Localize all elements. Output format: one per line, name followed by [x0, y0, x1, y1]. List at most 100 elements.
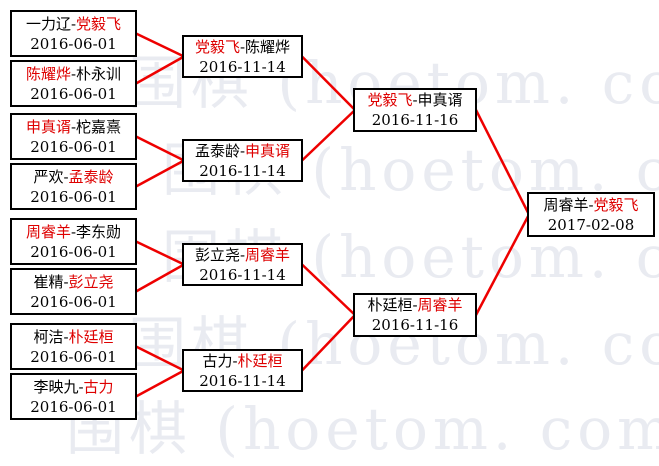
vs-dash: - [63, 167, 69, 186]
player-name: 朴廷桓 [367, 296, 413, 314]
connector-line [135, 159, 185, 188]
match-players: 严欢-孟泰龄 [33, 167, 113, 187]
vs-dash: - [588, 195, 594, 214]
player-name: 陈耀烨 [25, 64, 71, 83]
match-players: 孟泰龄-申真谞 [195, 141, 290, 161]
vs-dash: - [63, 272, 69, 291]
vs-dash: - [70, 117, 77, 136]
connector-line [135, 345, 185, 372]
player-name: 党毅飞 [76, 14, 122, 33]
match-date: 2016-11-14 [199, 161, 286, 180]
player-name: 一力辽 [25, 14, 71, 33]
player-name: 党毅飞 [593, 195, 639, 214]
connector-line [135, 263, 185, 293]
match-date: 2016-11-14 [199, 57, 286, 76]
vs-dash: - [70, 222, 77, 241]
player-name: 柯洁 [33, 327, 64, 346]
connector-line [301, 55, 356, 111]
match-players: 党毅飞-申真谞 [367, 90, 462, 110]
match-date: 2016-06-01 [30, 292, 117, 311]
match-date: 2016-11-16 [371, 111, 459, 129]
match-date: 2016-06-01 [30, 187, 117, 206]
player-name: 崔精 [33, 272, 64, 291]
match-date: 2016-06-01 [30, 347, 117, 366]
match-players: 一力辽-党毅飞 [26, 14, 121, 34]
player-name: 柁嘉熹 [76, 117, 122, 136]
player-name: 申真谞 [245, 141, 291, 160]
vs-dash: - [239, 141, 246, 160]
match-date: 2016-11-14 [199, 371, 286, 390]
vs-dash: - [63, 327, 69, 346]
match-date: 2016-06-01 [30, 397, 117, 416]
connector-line [474, 213, 531, 316]
match-players: 朴廷桓-周睿羊 [367, 295, 462, 315]
tournament-bracket: 围棋 (hoetom. com) 围棋 (hoetom. com) 围棋 (ho… [10, 10, 659, 463]
match-date: 2016-06-01 [30, 84, 117, 103]
player-name: 周睿羊 [543, 195, 589, 214]
connector-line [135, 32, 185, 58]
vs-dash: - [78, 377, 84, 396]
match-players: 柯洁-朴廷桓 [33, 327, 113, 347]
vs-dash: - [412, 91, 418, 109]
player-name: 孟泰龄 [194, 141, 240, 160]
player-name: 彭立尧 [194, 245, 240, 264]
connector-line [135, 135, 185, 162]
player-name: 彭立尧 [68, 272, 114, 291]
player-name: 朴永训 [76, 64, 122, 83]
match-players: 彭立尧-周睿羊 [195, 245, 290, 265]
player-name: 李东勋 [76, 222, 122, 241]
player-name: 申真谞 [417, 91, 463, 109]
match-players: 党毅飞-陈耀烨 [195, 37, 290, 57]
match-players: 陈耀烨-朴永训 [26, 64, 121, 84]
connector-line [474, 109, 531, 216]
connector-line [135, 369, 185, 398]
match-date: 2017-02-08 [547, 215, 635, 234]
player-name: 周睿羊 [245, 245, 291, 264]
vs-dash: - [70, 64, 77, 83]
match-players: 崔精-彭立尧 [33, 272, 113, 292]
vs-dash: - [239, 37, 246, 56]
match-players: 申真谞-柁嘉熹 [26, 117, 121, 137]
player-name: 孟泰龄 [68, 167, 114, 186]
vs-dash: - [412, 296, 418, 314]
player-name: 党毅飞 [194, 37, 240, 56]
vs-dash: - [70, 14, 77, 33]
player-name: 党毅飞 [367, 91, 413, 109]
player-name: 陈耀烨 [245, 37, 291, 56]
player-name: 严欢 [33, 167, 64, 186]
player-name: 申真谞 [25, 117, 71, 136]
bracket-connector-lines [135, 32, 531, 398]
player-name: 古力 [83, 377, 114, 396]
player-name: 李映九 [33, 377, 79, 396]
player-name: 古力 [202, 351, 233, 370]
match-date: 2016-06-01 [30, 137, 117, 156]
match-players: 周睿羊-李东勋 [26, 222, 121, 242]
player-name: 朴廷桓 [237, 351, 283, 370]
match-date: 2016-11-14 [199, 265, 286, 284]
match-players: 古力-朴廷桓 [202, 351, 282, 371]
player-name: 周睿羊 [417, 296, 463, 314]
match-players: 周睿羊-党毅飞 [543, 195, 638, 215]
connector-line [135, 240, 185, 266]
vs-dash: - [232, 351, 238, 370]
player-name: 周睿羊 [25, 222, 71, 241]
connector-line [301, 314, 356, 372]
vs-dash: - [239, 245, 246, 264]
player-name: 朴廷桓 [68, 327, 114, 346]
match-date: 2016-06-01 [30, 242, 117, 261]
match-date: 2016-06-01 [30, 34, 117, 53]
